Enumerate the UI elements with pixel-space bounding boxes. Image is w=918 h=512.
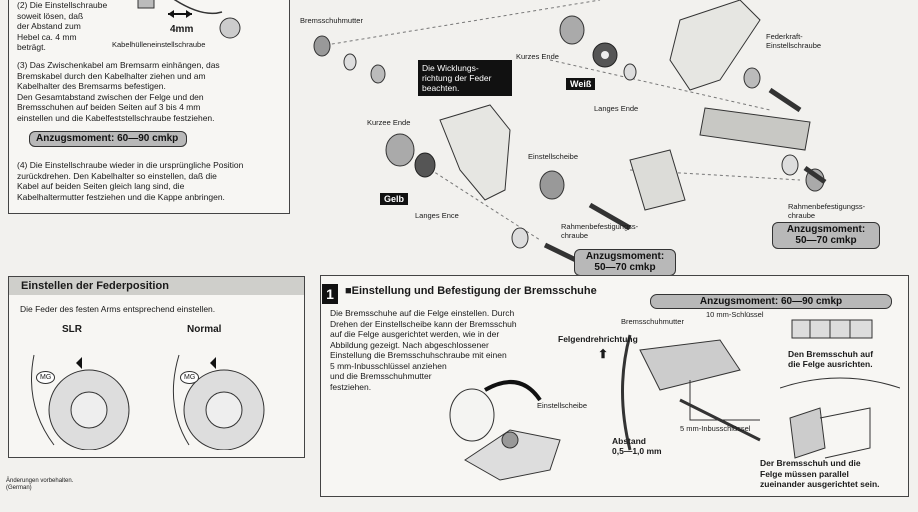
cable-adjuster-label: Kabelhülleneinstellschraube [112, 40, 206, 49]
parallel-caption: Der Bremsschuh und die Felge müssen para… [760, 458, 880, 489]
torque-badge-top: Anzugsmoment: 60—90 cmkp [29, 131, 187, 147]
section1-box [320, 275, 909, 497]
section1-number: 1 [322, 284, 338, 304]
long-end-label-2: Langes Ence [415, 211, 459, 220]
short-end-label-2: Kurzee Ende [367, 118, 411, 127]
adjusting-washer-label: Einstellscheibe [528, 152, 579, 161]
footer-note: Änderungen vorbehalten. (German) [6, 478, 74, 491]
section1-text: Die Bremsschuhe auf die Felge einstellen… [330, 308, 517, 392]
pad-illustration [779, 308, 901, 478]
instructions-box [8, 0, 290, 214]
spring-position-title: Einstellen der Federposition [9, 277, 304, 295]
rim-direction-label: Felgendrehrichtung [558, 334, 638, 344]
adjusting-washer-label-2: Einstellscheibe [537, 401, 588, 410]
frame-bolt-label-2: Rahmenbefestigungss- chraube [788, 202, 866, 220]
hand-adjust-illustration [440, 370, 590, 490]
gap-label: Abstand 0,5—1,0 mm [612, 436, 662, 456]
torque-badge-diagram-1: Anzugsmoment: 50—70 cmkp [574, 249, 676, 276]
lever-illustration [112, 0, 247, 44]
spring-tension-screw-label: Federkraft- Einstellschraube [766, 32, 822, 50]
step2-text: (2) Die Einstellschraube soweit lösen, d… [17, 0, 108, 52]
white-tag: Weiß [566, 78, 596, 90]
rim-direction-arrow-icon: ⬆ [598, 347, 609, 361]
slr-label: SLR [62, 324, 82, 335]
spring-position-text: Die Feder des festen Arms entsprechend e… [20, 304, 216, 314]
step4-text: (4) Die Einstellschraube wieder in die u… [17, 160, 244, 202]
exploded-diagram [300, 0, 910, 270]
shoe-alignment-illustration [600, 310, 770, 460]
brake-shoe-nut-label-2: Bremsschuhmutter [621, 317, 684, 326]
step3-text: (3) Das Zwischenkabel am Bremsarm einhän… [17, 60, 220, 123]
wrench-10mm-label: 10 mm-Schlüssel [706, 310, 764, 319]
normal-label: Normal [187, 324, 222, 335]
torque-badge-section1: Anzugsmoment: 60—90 cmkp [650, 294, 892, 309]
torque-badge-diagram-2: Anzugsmoment: 50—70 cmkp [772, 222, 880, 249]
align-shoe-caption: Den Bremsschuh auf die Felge ausrichten. [788, 349, 874, 369]
yellow-tag: Gelb [380, 193, 409, 205]
mg-label-left: MG [36, 371, 56, 384]
hex-key-5mm-label: 5 mm-Inbusschlüssel [680, 424, 751, 433]
short-end-label-1: Kurzes Ende [516, 52, 559, 61]
spring-dials [14, 335, 294, 451]
spring-direction-callout: Die Wicklungs- richtung der Feder beacht… [418, 60, 512, 96]
long-end-label-1: Langes Ende [594, 104, 639, 113]
section1-title: ■Einstellung und Befestigung der Bremssc… [345, 285, 597, 297]
brake-shoe-nut-label: Bremsschuhmutter [300, 16, 363, 25]
mm-label: 4mm [170, 24, 194, 35]
frame-bolt-label-1: Rahmenbefestigungss- chraube [561, 222, 639, 240]
mg-label-right: MG [180, 371, 200, 384]
